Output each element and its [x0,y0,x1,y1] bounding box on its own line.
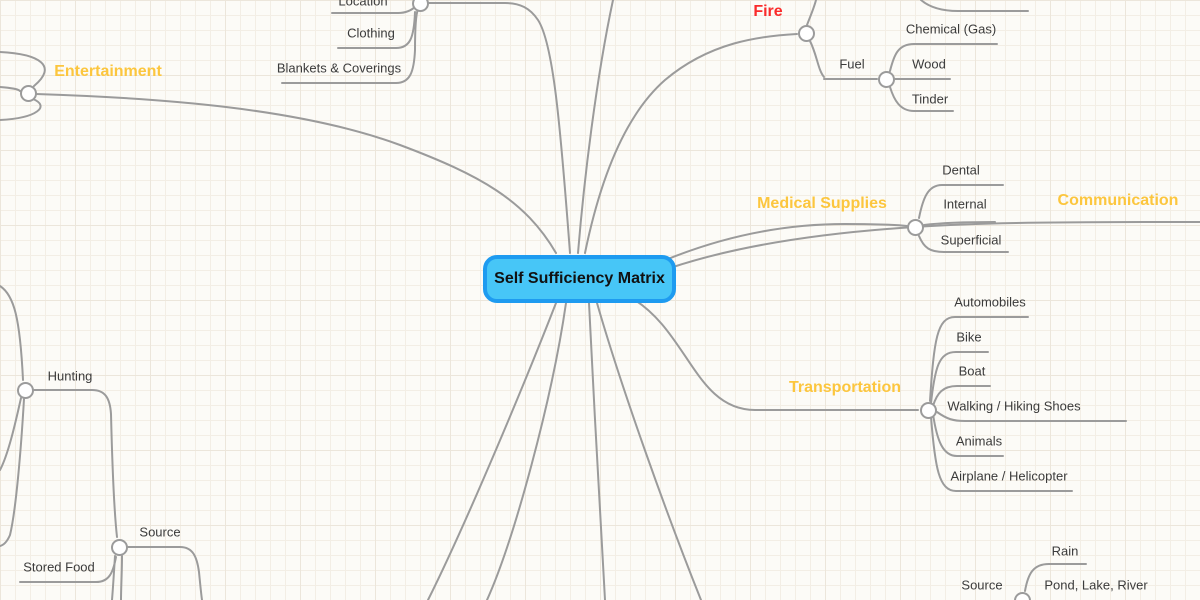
topic-boat[interactable]: Boat [958,363,986,379]
topic-bike[interactable]: Bike [956,329,982,345]
edge-medical-to-center [667,222,908,260]
handle-fuel[interactable] [877,70,895,88]
edge-entertainment-child-2 [0,86,21,92]
topic-location[interactable]: Location [338,0,388,9]
topic-fuel[interactable]: Fuel [839,56,865,72]
edge-dental [918,184,1004,219]
edge-center-bottom-4 [596,302,702,600]
edge-fuel-parent [809,40,825,78]
topic-superficial[interactable]: Superficial [940,232,1002,248]
topic-animals[interactable]: Animals [955,433,1003,449]
topic-dental[interactable]: Dental [942,162,980,178]
edge-center-bottom-1 [427,302,557,600]
edge-airplane [930,416,1073,492]
handle-hunting[interactable] [16,381,34,399]
edge-hunting-child-2 [0,398,25,547]
edge-hunting-child-1 [0,397,22,471]
edge-bike [930,351,989,404]
topic-fire[interactable]: Fire [753,3,783,20]
edge-rain [1024,563,1087,592]
edge-center-bottom-2 [486,302,567,600]
edge-fire-child-top [806,0,817,26]
edge-foodsource-child-1 [111,555,116,600]
edge-shelter-to-center [426,2,571,254]
handle-shelter-group[interactable] [411,0,429,12]
edge-clothing [337,11,416,49]
handle-food-source[interactable] [110,538,128,556]
edge-fire-to-center [584,33,798,254]
edge-entertainment-child-1 [0,51,46,87]
edge-automobiles [929,316,1029,402]
topic-transportation[interactable]: Transportation [788,379,902,396]
edge-animals [932,413,1004,457]
handle-fire[interactable] [797,24,815,42]
topic-tinder[interactable]: Tinder [911,91,949,107]
edge-chemical [889,43,998,72]
edge-entertainment-to-center [35,93,557,254]
topic-communication[interactable]: Communication [1057,192,1179,209]
topic-water-source[interactable]: Source [961,577,1003,593]
center-topic[interactable]: Self Sufficiency Matrix [483,255,676,303]
edge-walking [936,411,1127,422]
topic-clothing[interactable]: Clothing [347,25,395,41]
edge-center-bottom-3 [588,302,606,600]
edge-foodsource-child-2 [120,555,123,600]
topic-walking-hiking-shoes[interactable]: Walking / Hiking Shoes [947,398,1081,414]
topic-hunting[interactable]: Hunting [47,368,93,384]
edge-entertainment-child-3 [0,98,42,121]
topic-pond-lake-river[interactable]: Pond, Lake, River [1044,577,1148,593]
edge-communication-line [669,221,1200,269]
topic-internal[interactable]: Internal [943,196,987,212]
handle-transportation[interactable] [919,401,937,419]
handle-medical[interactable] [906,218,924,236]
topic-food-source[interactable]: Source [139,524,181,540]
edge-blankets [281,8,419,84]
topic-stored-food[interactable]: Stored Food [23,559,95,575]
edge-topright-cut-node [920,0,1029,12]
topic-airplane-helicopter[interactable]: Airplane / Helicopter [950,468,1068,484]
topic-medical-supplies[interactable]: Medical Supplies [757,195,887,212]
edge-tinder [889,86,954,112]
handle-water-source[interactable] [1013,591,1031,600]
topic-rain[interactable]: Rain [1051,543,1079,559]
edge-center-to-top [577,0,614,254]
edge-transportation-to-center [629,296,919,411]
edge-hunting-underline [33,389,118,538]
edge-foodsource-underline [127,546,203,600]
edge-internal [923,221,996,226]
topic-automobiles[interactable]: Automobiles [954,294,1026,310]
edge-hunting-parent [0,285,24,381]
topic-chemical-gas[interactable]: Chemical (Gas) [905,21,997,37]
handle-entertainment[interactable] [19,84,37,102]
edge-boat [932,385,991,407]
edge-superficial [918,235,1009,253]
topic-entertainment[interactable]: Entertainment [54,63,162,80]
topic-blankets[interactable]: Blankets & Coverings [276,60,402,76]
topic-wood[interactable]: Wood [912,56,946,72]
